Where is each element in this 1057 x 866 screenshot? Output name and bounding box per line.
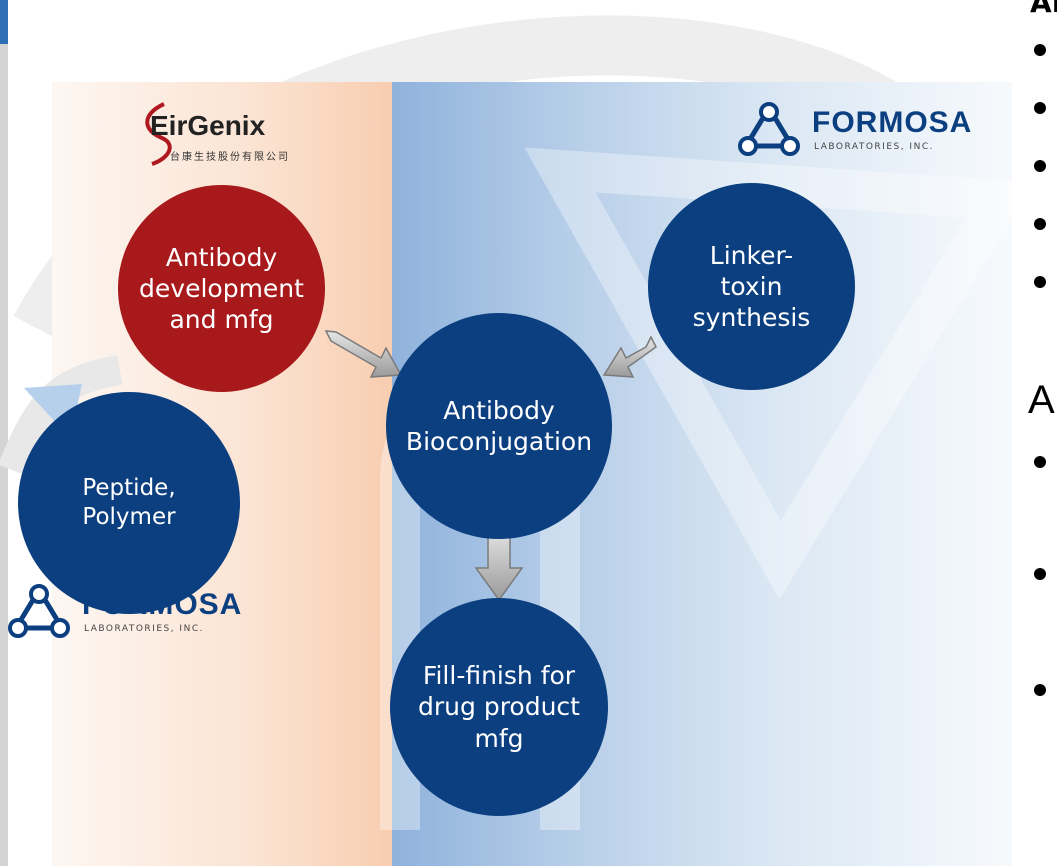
formosa-name-bottom: FORMOSA xyxy=(82,588,243,621)
eirgenix-ribbon-icon xyxy=(145,102,172,166)
bullet-dot xyxy=(1034,456,1046,468)
eirgenix-logo: EirGenix 台康生技股份有限公司 xyxy=(140,100,288,172)
arrow-antibody-to-conjugation xyxy=(324,330,403,378)
formosa-name-top: FORMOSA xyxy=(812,106,973,139)
antibody-development-label: Antibody development and mfg xyxy=(139,242,304,335)
formosa-sub-top: LABORATORIES, INC. xyxy=(814,142,934,152)
peptide-polymer-label: Peptide, Polymer xyxy=(82,475,176,530)
formosa-sub-bottom: LABORATORIES, INC. xyxy=(84,624,204,634)
slide-left-accent xyxy=(0,0,8,44)
bioconjugation-node: Antibody Bioconjugation xyxy=(386,313,612,539)
linker-toxin-label: Linker- toxin synthesis xyxy=(692,240,811,333)
bullet-dot xyxy=(1034,44,1046,56)
linker-toxin-node: Linker- toxin synthesis xyxy=(648,183,855,390)
bullet-dot xyxy=(1034,568,1046,580)
bullet-dot xyxy=(1034,684,1046,696)
bullet-dot xyxy=(1034,102,1046,114)
fill-finish-node: Fill-finish for drug product mfg xyxy=(390,598,608,816)
formosa-logo-bottom: FORMOSA LABORATORIES, INC. xyxy=(8,582,241,646)
antibody-development-node: Antibody development and mfg xyxy=(118,185,325,392)
eirgenix-name: EirGenix xyxy=(150,110,266,141)
bullet-dot xyxy=(1034,160,1046,172)
bioconjugation-label: Antibody Bioconjugation xyxy=(405,395,593,456)
formosa-triangle-icon xyxy=(8,584,70,638)
fill-finish-label: Fill-finish for drug product mfg xyxy=(418,661,580,753)
bullet-dot xyxy=(1034,276,1046,288)
formosa-triangle-icon xyxy=(738,102,800,156)
right-heading-lower: A xyxy=(1028,378,1055,422)
eirgenix-chinese-name: 台康生技股份有限公司 xyxy=(170,152,290,163)
formosa-logo-top: FORMOSA LABORATORIES, INC. xyxy=(738,100,971,164)
slide-left-bar xyxy=(0,0,8,866)
peptide-polymer-node: Peptide, Polymer xyxy=(18,392,240,614)
arrow-linker-to-conjugation xyxy=(602,335,657,378)
right-heading-top: ADC xyxy=(1030,0,1057,19)
bullet-dot xyxy=(1034,218,1046,230)
